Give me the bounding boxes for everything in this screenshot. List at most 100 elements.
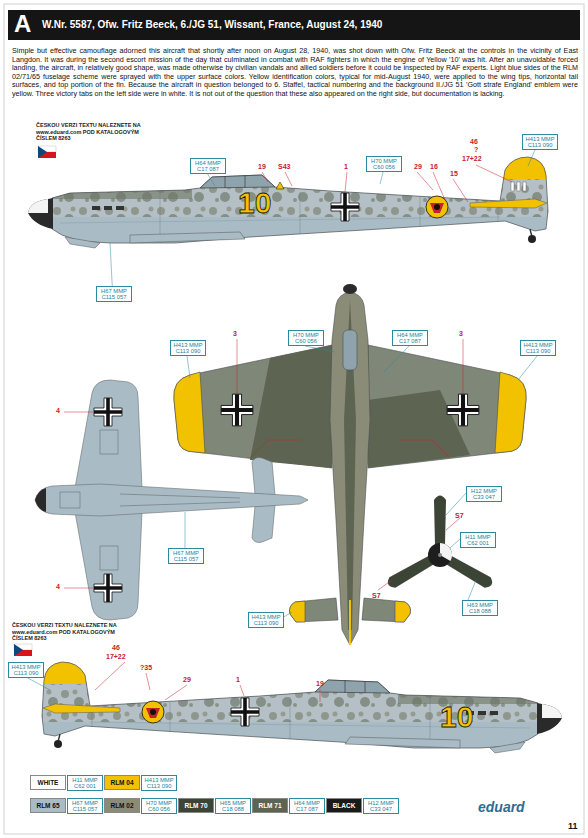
drawing-part (523, 182, 526, 191)
aircraft-marking: 10 (238, 186, 271, 219)
drawing-part (330, 292, 370, 645)
brand-logo: eduard (478, 800, 525, 815)
color-name: RLM 65 (36, 802, 59, 809)
drawing-part (207, 173, 215, 186)
paint-code: H67 MMP C115 057 (67, 798, 103, 814)
drawing-part (528, 150, 535, 166)
drawing-part (446, 555, 495, 590)
callout-number: 46 (470, 138, 478, 146)
drawing-part (362, 598, 410, 622)
drawing-part (8, 10, 580, 40)
drawing-part (94, 574, 122, 602)
paint-code: H70 MMP C60 056 (366, 156, 402, 172)
drawing-part (38, 146, 47, 158)
color-swatch: WHITE (30, 775, 66, 790)
drawing-part (518, 356, 537, 380)
paint-code: H413 MMP C113 090 (520, 340, 556, 356)
color-name: WHITE (38, 779, 59, 786)
drawing-part (450, 539, 460, 548)
paint-code: H413 MMP C113 090 (141, 775, 177, 791)
paint-code: H63 MMP C18 088 (462, 600, 498, 616)
callout-number: 4 (56, 407, 60, 415)
paint-code: H67 MMP C115 057 (96, 286, 132, 302)
drawing-part (95, 662, 125, 690)
callout-number: 1 (344, 163, 348, 171)
drawing-part (433, 172, 445, 200)
drawing-part (447, 394, 479, 426)
paint-code: H413 MMP C113 090 (248, 612, 284, 628)
callout-number: 19 (258, 163, 266, 171)
drawing-part (64, 165, 512, 702)
paint-code: H70 MMP C60 056 (288, 330, 324, 346)
drawing-part (517, 182, 520, 191)
callout-number: ?35 (140, 664, 152, 672)
drawing-part (120, 494, 240, 506)
drawing-part (221, 394, 253, 426)
drawing-part (343, 284, 357, 294)
profile-title: W.Nr. 5587, Ofw. Fritz Beeck, 6./JG 51, … (42, 19, 382, 30)
drawing-part (417, 172, 433, 190)
drawing-part (240, 685, 244, 696)
callout-number: ? (474, 146, 478, 154)
paint-code: H64 MMP C17 087 (392, 330, 428, 346)
drawing-part (250, 345, 332, 468)
callout-number: 29 (183, 676, 191, 684)
drawing-part (476, 165, 512, 182)
paint-code: H65 MMP C18 088 (215, 798, 251, 814)
drawing-part (380, 172, 383, 184)
drawing-part (94, 398, 122, 426)
color-swatch: RLM 71 (252, 798, 288, 813)
drawing-part (434, 496, 446, 546)
paint-code: H64 MMP C17 087 (289, 798, 325, 814)
callout-number: 4 (56, 583, 60, 591)
drawing-part (4, 4, 584, 834)
drawing-part (35, 380, 308, 620)
callout-number: 3 (459, 330, 463, 338)
drawing-part (385, 555, 434, 590)
drawing-part (468, 580, 476, 600)
drawing-part (276, 182, 284, 189)
paint-code: H11 MMP C62 001 (67, 775, 103, 791)
callout-number: 15 (450, 170, 458, 178)
drawing-part (174, 292, 526, 645)
drawing-part (511, 182, 514, 191)
drawing-part (174, 345, 332, 468)
callout-number: 17+22 (462, 155, 482, 163)
drawing-part (320, 689, 321, 702)
paint-code: H413 MMP C113 090 (170, 340, 206, 356)
callout-number: 16 (430, 163, 438, 171)
callout-number: 17+22 (106, 653, 126, 661)
drawing-part (511, 182, 526, 191)
color-name: RLM 02 (110, 802, 133, 809)
paint-code: H64 MMP C17 087 (190, 158, 226, 174)
paint-code: H67 MMP C115 057 (168, 548, 204, 564)
paint-code: H11 MMP C62 001 (460, 532, 496, 548)
drawing-part (165, 685, 187, 700)
drawing-part (26, 677, 50, 690)
drawing-part (463, 339, 464, 393)
drawing-part (290, 598, 338, 622)
drawing-part (290, 601, 305, 622)
paint-code: H12 MMP C33 047 (363, 798, 399, 814)
paint-code: H413 MMP C113 090 (522, 134, 558, 150)
drawing-part (30, 650, 562, 753)
color-swatch: RLM 02 (104, 798, 140, 813)
drawing-part (438, 553, 442, 557)
callout-number: S7 (455, 512, 464, 520)
color-swatch: RLM 04 (104, 775, 140, 790)
paint-code: H12 MMP C33 047 (466, 486, 502, 502)
color-name: RLM 71 (258, 802, 281, 809)
drawing-part (35, 488, 46, 512)
drawing-part (305, 346, 335, 352)
aircraft-marking: 10 (440, 700, 473, 733)
color-name: RLM 04 (110, 779, 133, 786)
drawing-part (495, 372, 526, 453)
color-swatch: RLM 65 (30, 798, 66, 813)
drawing-part (368, 345, 526, 468)
paint-code: H70 MMP C60 056 (141, 798, 177, 814)
drawing-part (428, 543, 452, 567)
drawing-part (28, 145, 560, 248)
color-swatch: BLACK (326, 798, 362, 813)
profile-letter: A (14, 11, 31, 37)
drawing-part (64, 412, 93, 413)
